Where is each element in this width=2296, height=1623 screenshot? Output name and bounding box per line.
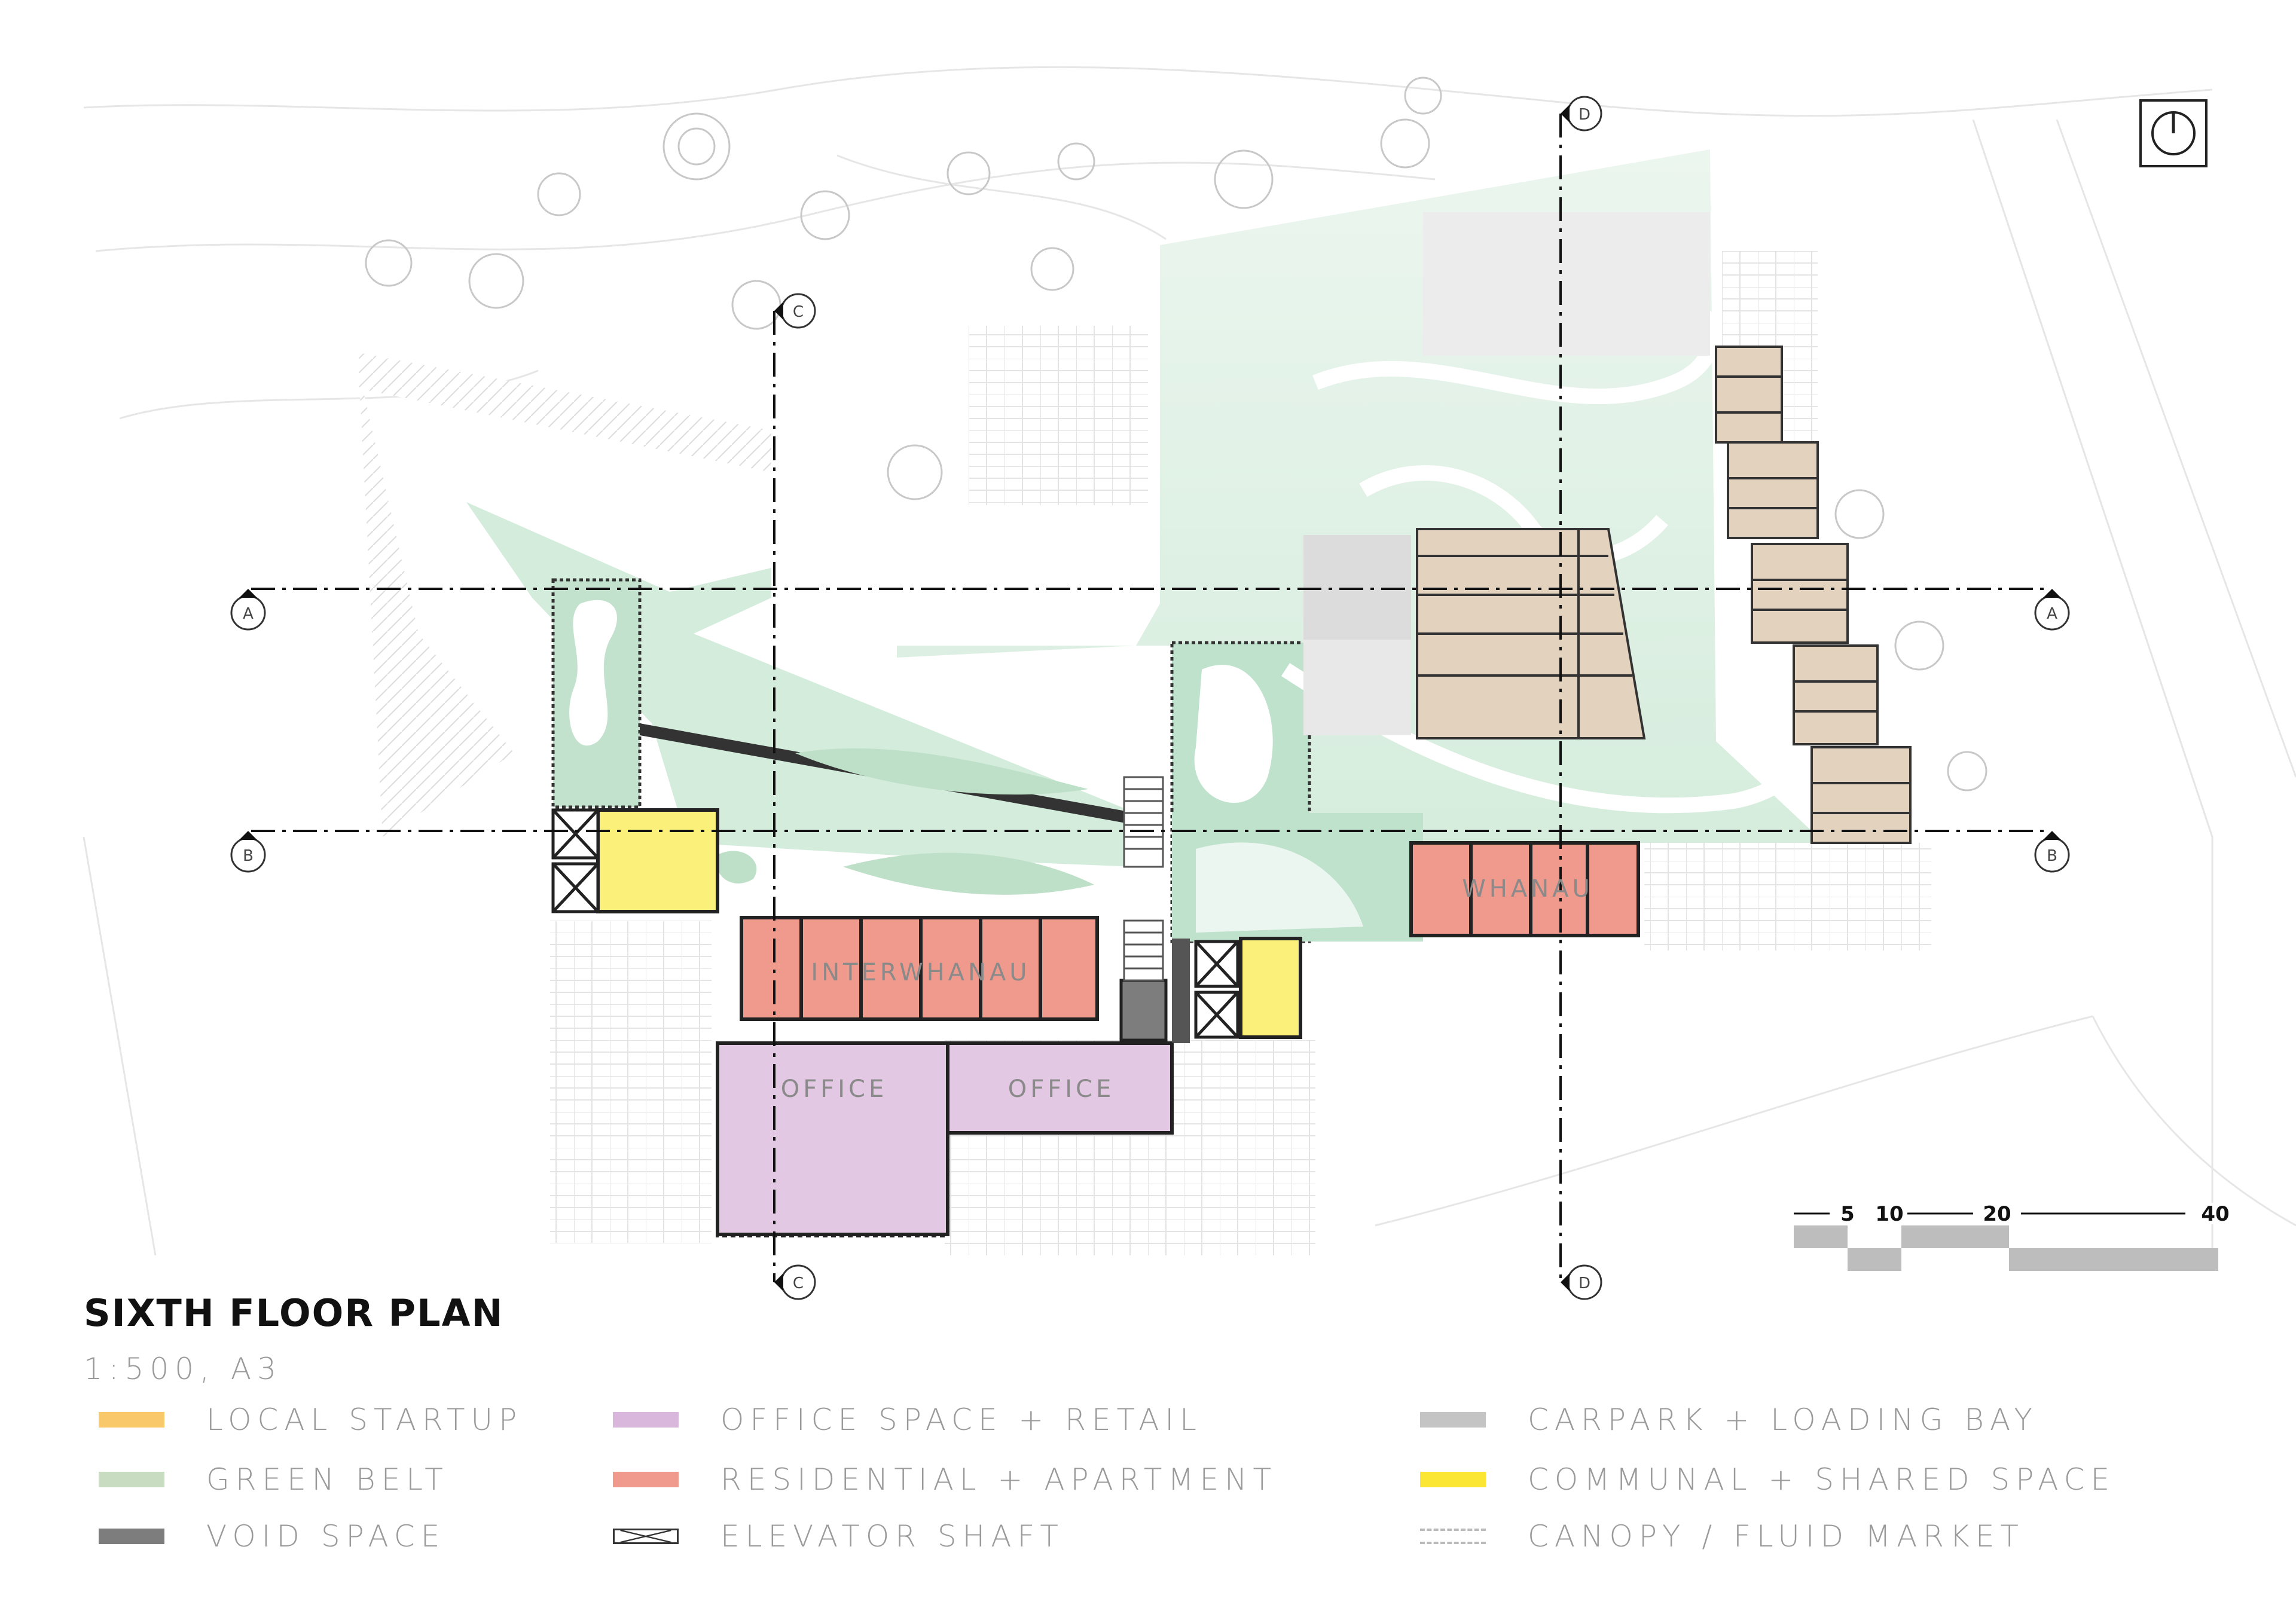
building-outline (716, 1040, 1174, 1237)
room-label-office: OFFICE (781, 1075, 888, 1103)
grid-marker-a-right: A (2034, 589, 2070, 631)
grid-label-b: B (243, 847, 254, 865)
legend-item-canopy-market: CANOPY / FLUID MARKET (1420, 1518, 2025, 1554)
room-label-office: OFFICE (1008, 1075, 1115, 1103)
grid-marker-d-top: D (1561, 96, 1602, 132)
elevator-shaft-icon (613, 1529, 679, 1544)
grid-label-d: D (1578, 106, 1590, 124)
trees (365, 77, 1987, 791)
legend-swatch (99, 1472, 164, 1487)
title-block: SIXTH FLOOR PLAN 1:500, A3 (84, 1291, 504, 1386)
legend-item-elevator-shaft: ELEVATOR SHAFT (613, 1518, 1064, 1554)
legend-item-void-space: VOID SPACE (99, 1518, 445, 1554)
legend-item-green-belt: GREEN BELT (99, 1462, 449, 1497)
legend-swatch (99, 1412, 164, 1428)
legend-item-office-retail: OFFICE SPACE + RETAIL (613, 1402, 1202, 1438)
grid-marker-c-bottom: C (774, 1264, 816, 1300)
legend-label: RESIDENTIAL + APARTMENT (720, 1462, 1278, 1497)
legend-label: GREEN BELT (206, 1462, 449, 1497)
plan-title: SIXTH FLOOR PLAN (84, 1291, 504, 1335)
legend-label: CANOPY / FLUID MARKET (1528, 1519, 2025, 1554)
legend-label: VOID SPACE (206, 1519, 446, 1554)
scale-bar-label: 20 (1983, 1202, 2011, 1226)
north-arrow-icon (2139, 99, 2208, 167)
grid-label-d: D (1578, 1274, 1590, 1292)
canopy-dashed-icon (1420, 1529, 1486, 1544)
section-gridlines (251, 114, 2051, 1282)
legend-swatch (1420, 1472, 1486, 1487)
stairs (1123, 776, 1164, 982)
legend-item-communal: COMMUNAL + SHARED SPACE (1420, 1462, 2115, 1497)
legend-swatch (613, 1412, 679, 1428)
legend-item-residential: RESIDENTIAL + APARTMENT (613, 1462, 1277, 1497)
office-blocks (716, 1041, 1174, 1236)
scale-bar-label: 10 (1875, 1202, 1903, 1226)
communal-blocks (596, 808, 1302, 1039)
legend-item-carpark: CARPARK + LOADING BAY (1420, 1402, 2038, 1438)
site-context-lines (83, 66, 2296, 1256)
legend-swatch (613, 1472, 679, 1487)
grid-label-a: A (2047, 605, 2057, 623)
legend-label: LOCAL STARTUP (206, 1402, 523, 1437)
grid-label-c: C (793, 1274, 804, 1292)
grid-marker-c-top: C (774, 293, 816, 329)
grid-marker-d-bottom: D (1561, 1264, 1602, 1300)
room-label-interwhanau: INTERWHANAU (811, 959, 1030, 986)
legend-swatch (99, 1529, 164, 1544)
residential-blocks (740, 841, 1640, 1021)
carpark-loading-bay (1303, 212, 1912, 844)
canopy-fluid-market-hatch (359, 251, 1931, 1255)
grid-label-a: A (243, 605, 254, 623)
legend-label: OFFICE SPACE + RETAIL (720, 1402, 1203, 1437)
grid-marker-a-left: A (230, 589, 266, 631)
legend-label: ELEVATOR SHAFT (720, 1519, 1064, 1554)
void-space (1119, 939, 1190, 1043)
legend-swatch (1420, 1412, 1486, 1428)
grid-label-c: C (793, 303, 804, 321)
grid-label-b: B (2047, 847, 2057, 865)
grid-marker-b-right: B (2034, 831, 2070, 873)
plan-scale: 1:500, A3 (84, 1352, 282, 1386)
grid-marker-b-left: B (230, 831, 266, 873)
scale-bar-label: 5 (1840, 1202, 1855, 1226)
legend-item-local-startup: LOCAL STARTUP (99, 1402, 523, 1438)
scale-bar: 5 10 20 40 (1794, 1202, 2239, 1271)
elevator-shafts (551, 808, 1239, 1039)
room-label-whanau: WHANAU (1462, 875, 1593, 903)
scale-bar-label: 40 (2201, 1202, 2229, 1226)
legend-label: COMMUNAL + SHARED SPACE (1528, 1462, 2116, 1497)
legend-label: CARPARK + LOADING BAY (1528, 1402, 2038, 1437)
